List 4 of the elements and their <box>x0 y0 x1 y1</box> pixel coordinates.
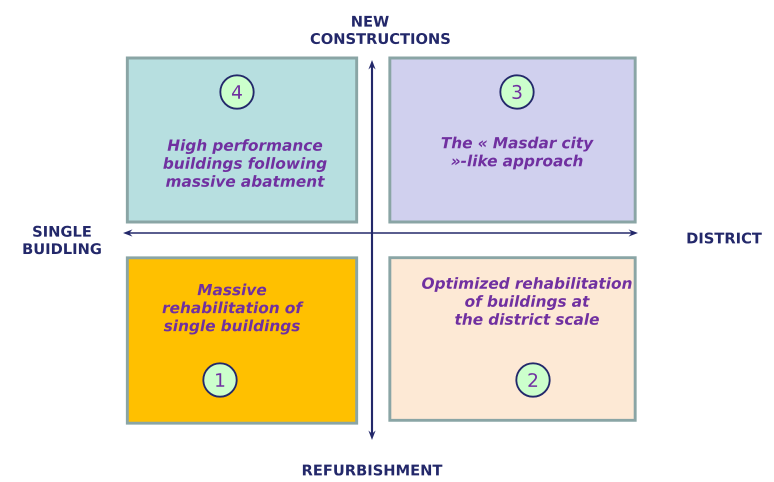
axis-label: DISTRICT <box>688 232 762 244</box>
axis-label: NEW CONSTRUCTIONS <box>310 16 450 44</box>
axis-label: REFURBISHMENT <box>302 464 442 476</box>
axis-label: SINGLE BUIDLING <box>23 226 101 254</box>
